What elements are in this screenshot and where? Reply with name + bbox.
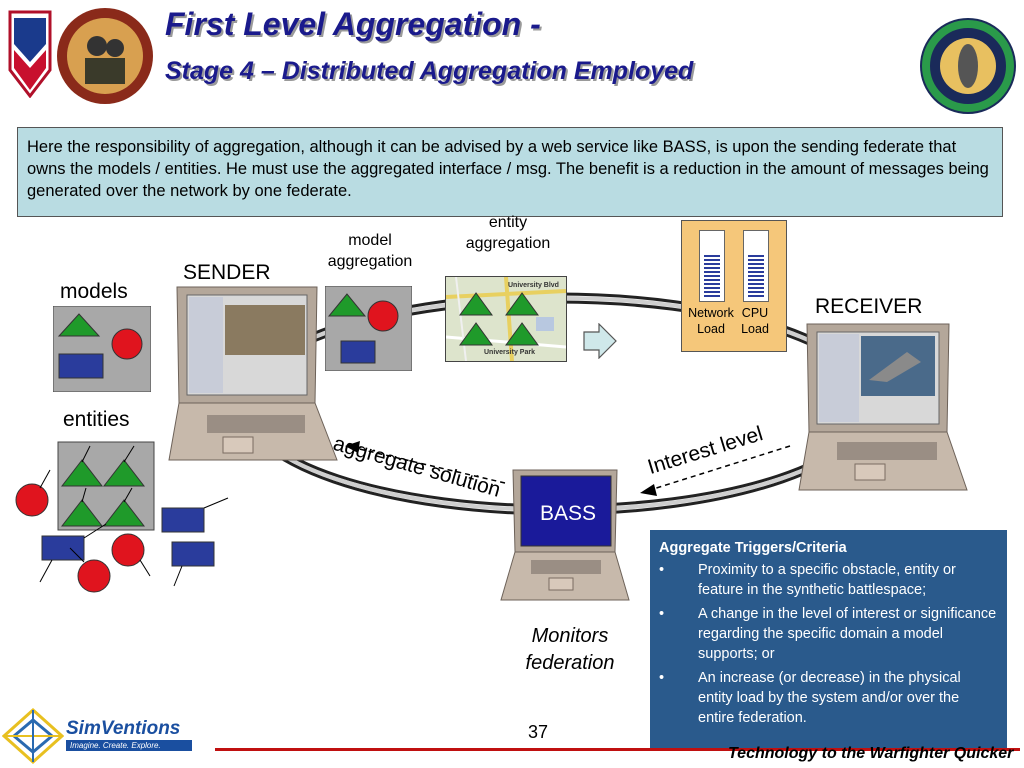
description-box: Here the responsibility of aggregation, …	[17, 127, 1003, 217]
cpu-load-label: CPU Load	[741, 306, 769, 336]
simulation-training-seal-icon	[920, 18, 1016, 114]
monitors-federation-label: Monitors federation	[525, 625, 615, 674]
model-square	[58, 353, 104, 379]
criteria-box: Aggregate Triggers/Criteria Proximity to…	[650, 530, 1007, 750]
footer-divider	[215, 748, 1020, 751]
simventions-tagline: Imagine. Create. Explore. Discover.	[66, 740, 192, 761]
models-box	[53, 306, 151, 392]
entities-label: entities	[63, 408, 130, 431]
model-aggregation-box	[325, 286, 412, 371]
network-load-label: Network Load	[688, 306, 734, 336]
army-logo-icon	[8, 10, 52, 98]
cpu-gauge	[743, 230, 769, 302]
soldier-seal-icon	[57, 8, 153, 104]
simventions-logo-icon	[2, 708, 64, 764]
simventions-brand: SimVentions	[66, 718, 181, 739]
entity-aggregation-label: entity aggregation	[465, 214, 551, 252]
criteria-item: An increase (or decrease) in the physica…	[659, 668, 997, 728]
footer-slogan: Technology to the Warfighter Quicker	[728, 745, 1014, 762]
receiver-laptop-icon	[798, 323, 968, 491]
map-road-label-1: University Blvd	[508, 282, 559, 289]
bass-label: BASS	[539, 502, 597, 525]
receiver-label: RECEIVER	[815, 295, 923, 318]
models-label: models	[60, 280, 128, 303]
network-gauge	[699, 230, 725, 302]
arrow-right-icon	[583, 323, 617, 359]
bass-laptop-icon	[500, 469, 630, 601]
model-circle	[111, 328, 143, 360]
map-road-label-2: University Park	[484, 349, 535, 356]
criteria-item: A change in the level of interest or sig…	[659, 604, 997, 664]
page-number: 37	[528, 722, 549, 742]
page-subtitle: Stage 4 – Distributed Aggregation Employ…	[165, 57, 694, 85]
page-title: First Level Aggregation -	[165, 6, 541, 42]
criteria-item: Proximity to a specific obstacle, entity…	[659, 560, 997, 600]
load-gauge-panel: Network Load CPU Load	[681, 220, 787, 352]
sender-laptop-icon	[168, 286, 338, 461]
model-triangle	[57, 313, 101, 337]
entities-box	[15, 441, 229, 593]
entity-aggregation-map: University Blvd University Park	[445, 276, 567, 362]
criteria-list: Proximity to a specific obstacle, entity…	[659, 560, 997, 728]
criteria-heading: Aggregate Triggers/Criteria	[659, 540, 847, 556]
model-aggregation-label: model aggregation	[327, 232, 413, 270]
sender-label: SENDER	[183, 261, 271, 284]
